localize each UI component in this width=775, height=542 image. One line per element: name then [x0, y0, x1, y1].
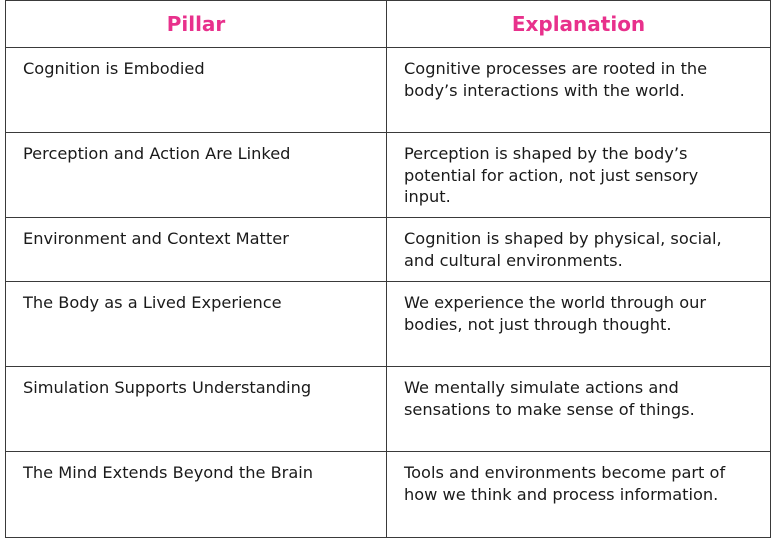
- pillar-column-header: Pillar: [5, 0, 387, 48]
- pillar-cell: Simulation Supports Understanding: [5, 366, 387, 452]
- pillar-cell: Cognition is Embodied: [5, 47, 387, 133]
- table-row: The Mind Extends Beyond the Brain Tools …: [5, 451, 771, 538]
- explanation-cell: Cognition is shaped by physical, social,…: [386, 217, 771, 282]
- explanation-cell: We mentally simulate actions and sensati…: [386, 366, 771, 452]
- pillar-text: Simulation Supports Understanding: [23, 378, 312, 397]
- explanation-text: Cognitive processes are rooted in the bo…: [404, 59, 708, 100]
- explanation-text: Cognition is shaped by physical, social,…: [404, 229, 722, 270]
- table-row: Environment and Context Matter Cognition…: [5, 217, 771, 282]
- pillar-text: Environment and Context Matter: [23, 229, 289, 248]
- explanation-text: We experience the world through our bodi…: [404, 293, 707, 334]
- explanation-text: We mentally simulate actions and sensati…: [404, 378, 695, 419]
- explanation-column-header: Explanation: [386, 0, 771, 48]
- table-row: Perception and Action Are Linked Percept…: [5, 132, 771, 218]
- explanation-text: Perception is shaped by the body’s poten…: [404, 144, 699, 206]
- pillar-cell: Perception and Action Are Linked: [5, 132, 387, 218]
- pillars-table: Pillar Explanation Cognition is Embodied…: [5, 0, 771, 538]
- explanation-text: Tools and environments become part of ho…: [404, 463, 726, 504]
- pillar-cell: The Mind Extends Beyond the Brain: [5, 451, 387, 538]
- table-header-row: Pillar Explanation: [5, 0, 771, 48]
- explanation-cell: Cognitive processes are rooted in the bo…: [386, 47, 771, 133]
- pillar-text: Perception and Action Are Linked: [23, 144, 291, 163]
- explanation-cell: Tools and environments become part of ho…: [386, 451, 771, 538]
- table-row: The Body as a Lived Experience We experi…: [5, 281, 771, 367]
- pillar-text: The Body as a Lived Experience: [23, 293, 282, 312]
- table-row: Simulation Supports Understanding We men…: [5, 366, 771, 452]
- pillar-cell: Environment and Context Matter: [5, 217, 387, 282]
- explanation-cell: Perception is shaped by the body’s poten…: [386, 132, 771, 218]
- table-row: Cognition is Embodied Cognitive processe…: [5, 47, 771, 133]
- pillar-text: Cognition is Embodied: [23, 59, 205, 78]
- explanation-cell: We experience the world through our bodi…: [386, 281, 771, 367]
- pillar-cell: The Body as a Lived Experience: [5, 281, 387, 367]
- pillar-text: The Mind Extends Beyond the Brain: [23, 463, 313, 482]
